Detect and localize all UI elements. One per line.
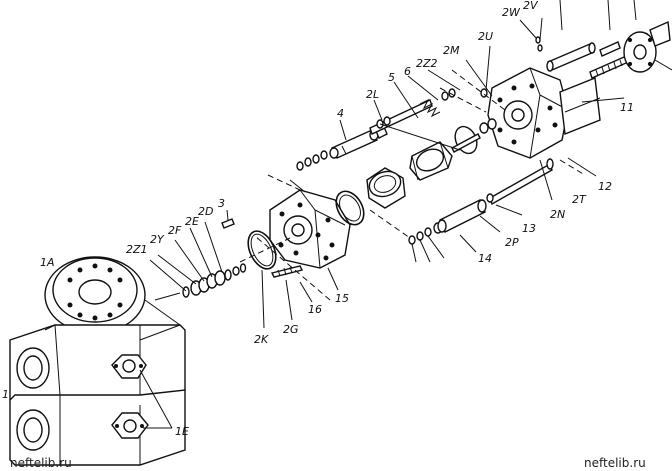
- callout-2D: 2D: [198, 205, 213, 218]
- callout-labels: 1A 1 1E 2Z1 2Y 2F 2E 2D 3 2K 2G 16 15 4 …: [2, 0, 634, 438]
- callout-2F: 2F: [168, 224, 182, 237]
- front-cover-15: [269, 179, 351, 269]
- plunger-14-rod-13: [369, 158, 586, 245]
- callout-2L: 2L: [366, 88, 379, 101]
- callout-1: 1: [2, 388, 9, 401]
- callout-2P: 2P: [505, 236, 519, 249]
- callout-2Y: 2Y: [150, 233, 165, 246]
- left-packing-stack: [149, 209, 247, 301]
- callout-11: 11: [620, 101, 634, 114]
- callout-2E: 2E: [185, 215, 199, 228]
- callout-2V: 2V: [523, 0, 539, 12]
- callout-15: 15: [335, 292, 349, 305]
- cylinder-block-12: [439, 67, 601, 159]
- callout-2Z1: 2Z1: [126, 243, 148, 256]
- callout-2M: 2M: [443, 44, 460, 57]
- callout-4: 4: [337, 107, 344, 120]
- ring: [335, 190, 365, 226]
- callout-2N: 2N: [550, 208, 565, 221]
- callout-2Z2: 2Z2: [416, 57, 438, 70]
- sleeve: [366, 167, 406, 209]
- watermark-right: neftelib.ru: [584, 456, 646, 470]
- valve-assembly: [369, 88, 481, 181]
- plunger-4: [296, 126, 388, 171]
- callout-12: 12: [598, 180, 612, 193]
- callout-5: 5: [388, 71, 395, 84]
- pump-body: [9, 256, 186, 466]
- callout-6: 6: [404, 65, 411, 78]
- callout-3: 3: [218, 197, 225, 210]
- callout-2T: 2T: [572, 193, 587, 206]
- leader-lines: [261, 17, 625, 329]
- lower-block: [9, 389, 186, 466]
- watermark-left: neftelib.ru: [10, 456, 72, 470]
- callout-2K: 2K: [254, 333, 269, 346]
- o-ring-2g: [247, 230, 277, 270]
- callout-1E: 1E: [175, 425, 189, 438]
- callout-14: 14: [478, 252, 492, 265]
- callout-2W: 2W: [502, 6, 521, 19]
- callout-1A: 1A: [40, 256, 55, 269]
- callout-2U: 2U: [478, 30, 493, 43]
- pin-3: [221, 218, 235, 229]
- callout-2G: 2G: [283, 323, 299, 336]
- pin-16: [270, 265, 304, 278]
- callout-13: 13: [522, 222, 536, 235]
- top-right-parts: [535, 0, 672, 79]
- callout-16: 16: [308, 303, 322, 316]
